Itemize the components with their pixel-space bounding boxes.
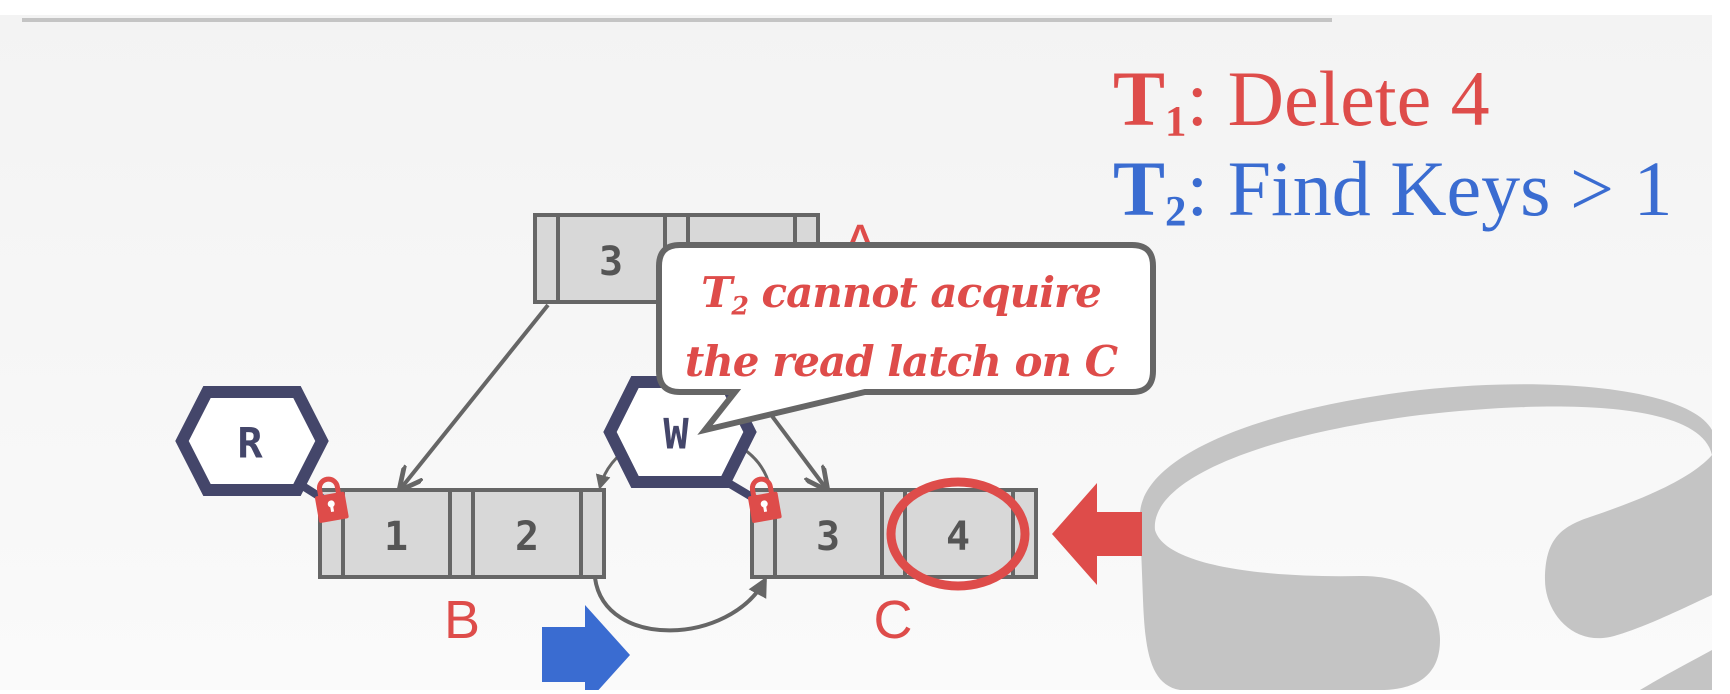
leaf-b-key-2: 2 xyxy=(515,514,539,560)
arrow-right-icon xyxy=(542,605,630,690)
leaf-c-key-3: 3 xyxy=(816,514,840,560)
leaf-node-c: 3 4 C xyxy=(750,477,1038,650)
slide: T1: Delete 4 T2: Find Keys > 1 xyxy=(0,15,1712,690)
arrow-left-icon xyxy=(1052,483,1142,585)
root-key: 3 xyxy=(599,239,623,285)
t2-id: T xyxy=(1113,145,1166,232)
logo-icon xyxy=(1139,384,1712,690)
callout-line1: cannot acquire xyxy=(747,268,1102,317)
callout-subscript: 2 xyxy=(731,290,749,321)
highlight-circle xyxy=(886,477,1030,591)
lock-icon xyxy=(748,476,782,523)
t1-operation: : Delete 4 xyxy=(1186,55,1490,142)
read-latch-label: R xyxy=(237,419,263,468)
callout-text: T2 cannot acquire the read latch on C xyxy=(656,265,1146,390)
write-latch-badge: W xyxy=(603,376,760,504)
leaf-c-label: C xyxy=(874,590,913,650)
read-latch-badge: R xyxy=(175,386,329,504)
transaction-t2: T2: Find Keys > 1 xyxy=(1113,150,1673,235)
t2-subscript: 2 xyxy=(1165,188,1187,236)
t1-id: T xyxy=(1113,55,1166,142)
callout-subject: T xyxy=(701,268,732,317)
header-divider xyxy=(22,18,1332,22)
callout-bubble xyxy=(656,242,1156,435)
leaf-node-b: 1 2 B xyxy=(318,488,606,650)
t1-subscript: 1 xyxy=(1165,98,1187,146)
leaf-b-key-1: 1 xyxy=(384,514,408,560)
btree-diagram: 3 A 1 2 B 3 4 C xyxy=(175,213,1712,690)
transaction-t1: T1: Delete 4 xyxy=(1113,60,1490,145)
write-latch-label: W xyxy=(663,410,689,459)
leaf-c-key-4: 4 xyxy=(946,514,970,560)
lock-icon xyxy=(315,476,349,523)
leaf-b-label: B xyxy=(444,590,480,650)
t2-operation: : Find Keys > 1 xyxy=(1186,145,1673,232)
sibling-pointer-b-to-c xyxy=(593,576,767,633)
pointer-root-to-b xyxy=(402,303,550,487)
callout-line2: the read latch on C xyxy=(684,336,1118,386)
